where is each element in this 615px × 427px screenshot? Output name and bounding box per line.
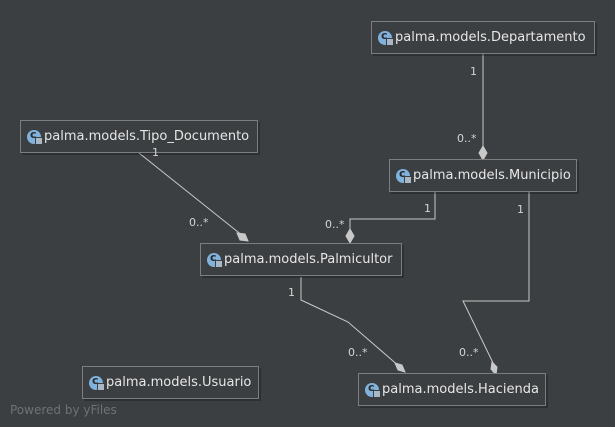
diamond-hacienda-top-left [394, 362, 406, 373]
multiplicity-palmicultor-source: 1 [288, 286, 295, 299]
class-node-departamento[interactable]: palma.models.Departamento [371, 21, 595, 54]
multiplicity-municipio-target: 0..* [457, 132, 477, 145]
node-label: palma.models.Palmicultor [224, 252, 393, 267]
yfiles-watermark: Powered by yFiles [10, 403, 117, 417]
class-node-tipo-documento[interactable]: palma.models.Tipo_Documento [20, 120, 258, 153]
diamond-municipio-top [478, 144, 488, 162]
multiplicity-palmicultor-target-right: 0..* [325, 218, 345, 231]
node-label: palma.models.Tipo_Documento [44, 129, 250, 144]
class-node-palmicultor[interactable]: palma.models.Palmicultor [200, 243, 402, 276]
node-label: palma.models.Usuario [106, 375, 252, 390]
class-icon [27, 128, 43, 145]
class-node-usuario[interactable]: palma.models.Usuario [82, 366, 259, 399]
class-icon [89, 374, 105, 391]
node-label: palma.models.Departamento [395, 30, 586, 45]
edge-palmicultor-hacienda [300, 277, 401, 368]
node-label: palma.models.Municipio [413, 168, 571, 183]
edge-municipio-hacienda [462, 192, 530, 368]
class-node-municipio[interactable]: palma.models.Municipio [389, 159, 577, 192]
diamond-palmicultor-top-left [236, 232, 249, 242]
class-icon [365, 381, 381, 398]
edge-tipo-documento-palmicultor [138, 152, 244, 237]
class-node-hacienda[interactable]: palma.models.Hacienda [358, 373, 546, 406]
edge-municipio-palmicultor [349, 192, 436, 236]
multiplicity-hacienda-target-left: 0..* [348, 346, 368, 359]
diamond-palmicultor-top-right [345, 227, 355, 245]
class-icon [396, 167, 412, 184]
multiplicity-departamento-source: 1 [470, 65, 477, 78]
multiplicity-municipio-source-right: 1 [517, 203, 524, 216]
class-icon [378, 29, 394, 46]
class-icon [207, 251, 223, 268]
node-label: palma.models.Hacienda [382, 382, 539, 397]
multiplicity-tipo-documento-source: 1 [152, 146, 159, 159]
multiplicity-municipio-source-left: 1 [424, 202, 431, 215]
multiplicity-hacienda-target-right: 0..* [459, 346, 479, 359]
multiplicity-palmicultor-target-left: 0..* [189, 216, 209, 229]
